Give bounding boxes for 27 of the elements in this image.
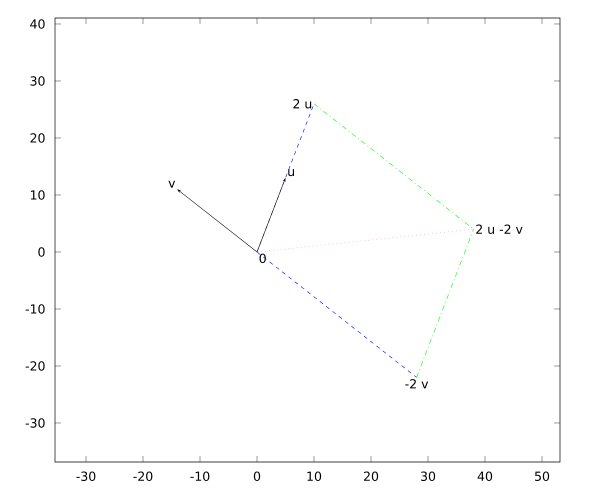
tick-label: 20	[364, 472, 378, 481]
tick-label: -30	[76, 472, 96, 481]
point-label: 2 u -2 v	[476, 224, 523, 234]
tick-label: 10	[307, 472, 322, 481]
point-label: v	[168, 180, 176, 188]
tick-label: -20	[133, 472, 152, 481]
tick-label: -30	[26, 418, 45, 428]
tick-label: 0	[38, 247, 45, 257]
connector-line	[256, 228, 474, 252]
connector-line	[314, 104, 474, 230]
tick-label: 40	[478, 472, 492, 481]
connector-line	[256, 252, 417, 378]
point-label: 0	[260, 254, 266, 264]
tick-label: 40	[30, 19, 45, 29]
tick-label: 20	[30, 133, 45, 143]
tick-label: 0	[254, 472, 260, 481]
tick-label: -20	[26, 361, 45, 371]
point-label: u	[288, 169, 294, 176]
point-label: 2 u	[293, 99, 312, 108]
tick-label: 30	[30, 76, 45, 86]
tick-label: 30	[421, 472, 436, 481]
tick-label: 50	[535, 472, 550, 481]
tick-label: -10	[190, 472, 210, 481]
tick-label: -10	[26, 304, 45, 314]
tick-label: 10	[30, 190, 45, 200]
connector-line	[416, 228, 474, 378]
point-label: -2 v	[405, 379, 428, 388]
